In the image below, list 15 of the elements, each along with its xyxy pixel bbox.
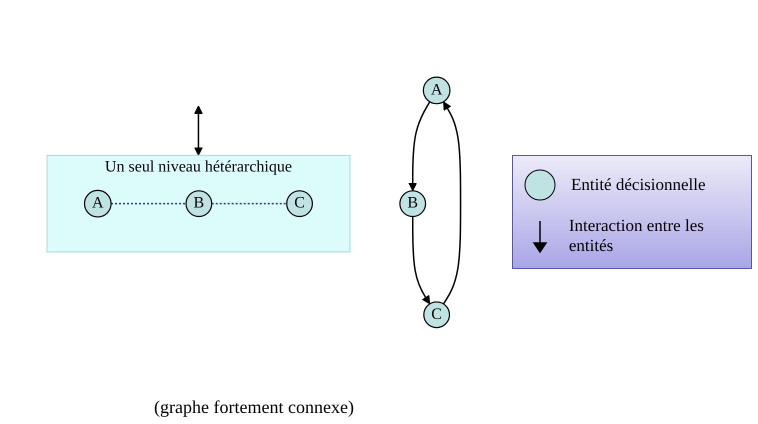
connector bbox=[111, 202, 186, 204]
arrow bbox=[408, 101, 431, 192]
arrow bbox=[194, 105, 204, 156]
node-circle: C bbox=[423, 301, 450, 328]
node-circle: A bbox=[84, 190, 112, 218]
legend-label: Entité décisionnelle bbox=[571, 175, 706, 195]
caption-text: (graphe fortement connexe) bbox=[154, 397, 354, 418]
node-circle: C bbox=[286, 190, 314, 218]
node-circle: A bbox=[422, 76, 451, 104]
legend-label: Interaction entre les entités bbox=[568, 216, 705, 256]
arrow bbox=[412, 216, 430, 304]
node-circle: B bbox=[186, 190, 213, 218]
node-circle: B bbox=[400, 190, 426, 218]
arrow bbox=[443, 101, 462, 304]
connector bbox=[212, 202, 287, 204]
